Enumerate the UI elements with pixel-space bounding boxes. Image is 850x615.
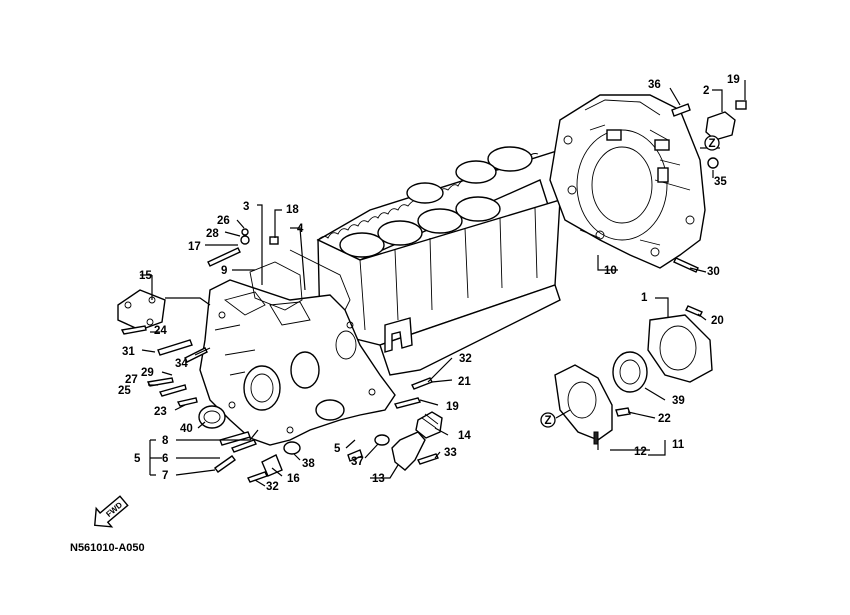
callout-24: 24: [154, 325, 167, 337]
callout-27: 27: [125, 374, 138, 386]
callout-23: 23: [154, 406, 167, 418]
callout-11: 11: [672, 439, 685, 451]
callout-7: 7: [162, 470, 168, 482]
fwd-direction-arrow: FWD: [93, 495, 129, 528]
callout-33: 33: [444, 447, 457, 459]
callout-34: 34: [175, 358, 188, 370]
callout-20: 20: [711, 315, 724, 327]
cylinder-bores: [339, 146, 533, 258]
reference-mark-z-seal: Z: [540, 412, 556, 428]
callout-32-right: 32: [459, 353, 472, 365]
callout-15: 15: [139, 270, 152, 282]
stud-30: [673, 257, 699, 273]
callout-8: 8: [162, 435, 169, 447]
callout-18: 18: [286, 204, 299, 216]
callout-21: 21: [458, 376, 471, 388]
callout-6: 6: [162, 453, 168, 465]
callout-9: 9: [221, 265, 227, 277]
bolt-19-top: [735, 100, 747, 110]
bolts: [120, 228, 439, 483]
callout-10: 10: [604, 265, 617, 277]
cover-plate-15: [117, 289, 166, 331]
o-ring-38: [283, 441, 301, 455]
callout-22: 22: [658, 413, 671, 425]
reference-mark-z-housing: Z: [704, 135, 720, 151]
callout-2: 2: [703, 85, 709, 97]
callout-32: 32: [266, 481, 279, 493]
callout-17: 17: [188, 241, 201, 253]
figure-id: N561010-A050: [70, 542, 145, 554]
callout-28: 28: [206, 228, 219, 240]
inspection-cover-plate: [705, 111, 736, 141]
callout-19: 19: [446, 401, 459, 413]
callout-5b: 5: [334, 443, 341, 455]
callout-1: 1: [641, 292, 648, 304]
thermostat-14: [415, 411, 443, 439]
o-ring-37: [374, 434, 390, 446]
callout-14: 14: [458, 430, 471, 442]
callout-13: 13: [372, 473, 385, 485]
callout-25: 25: [118, 385, 131, 397]
callout-39: 39: [672, 395, 685, 407]
bolt-36: [671, 103, 691, 117]
gasket-4: [289, 249, 351, 311]
callout-36: 36: [648, 79, 661, 91]
callout-26: 26: [217, 215, 230, 227]
front-timing-cover: [199, 279, 396, 446]
callout-37: 37: [351, 456, 364, 468]
svg-text:Z: Z: [708, 138, 715, 150]
callout-12: 12: [634, 446, 647, 458]
leader-lines: [140, 80, 746, 487]
plate-16: [261, 454, 283, 477]
callout-labels: 1 2 3 4 5 5 6 7 8 9 10 11 12 13 14 15 16…: [118, 74, 740, 493]
bolt-22: [615, 407, 631, 417]
callout-31: 31: [122, 346, 135, 358]
oil-seal-39: [612, 351, 648, 393]
callout-35: 35: [714, 176, 727, 188]
callout-5: 5: [134, 453, 141, 465]
oil-seal-40: [198, 405, 226, 429]
callout-4: 4: [297, 223, 304, 235]
svg-text:Z: Z: [544, 415, 551, 427]
seal-housing-11: [554, 364, 613, 441]
flywheel-housing: [549, 94, 706, 269]
callout-29: 29: [141, 367, 154, 379]
engine-block: [316, 146, 573, 401]
callout-19-top: 19: [727, 74, 740, 86]
callout-3: 3: [243, 201, 249, 213]
gasket-9: [249, 261, 303, 311]
elbow-13: [391, 431, 426, 471]
callout-40: 40: [180, 423, 193, 435]
bolt-35: [707, 157, 719, 169]
callout-16: 16: [287, 473, 300, 485]
callout-38: 38: [302, 458, 315, 470]
callout-30: 30: [707, 266, 720, 278]
seal-retainer-1: [647, 314, 713, 383]
